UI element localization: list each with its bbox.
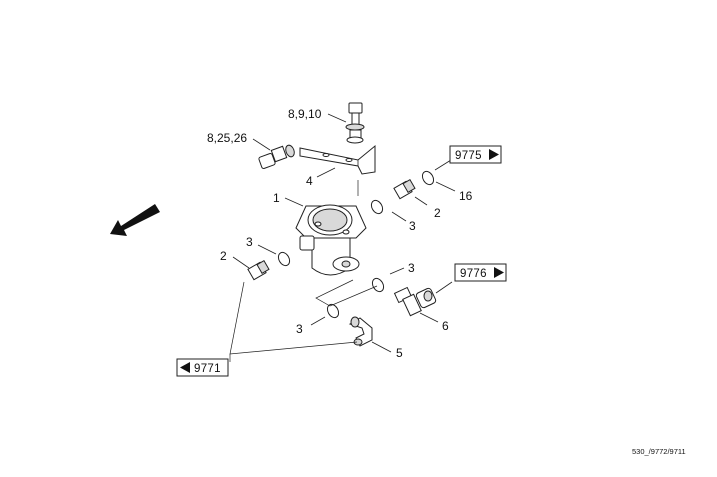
union-fitting xyxy=(247,259,270,281)
reference-label-9771: 9771 xyxy=(194,363,221,375)
callout-16: 16 xyxy=(459,189,473,203)
direction-arrow-icon xyxy=(110,204,160,236)
filter-housing xyxy=(295,204,367,276)
callout-2-left: 2 xyxy=(220,249,227,263)
reference-box-9771[interactable]: 9771 xyxy=(176,358,229,377)
callout-2-right: 2 xyxy=(434,206,441,220)
callout-labels: 1 2 2 3 3 3 3 4 5 6 16 8,9,10 8,25,26 xyxy=(207,107,473,360)
o-ring xyxy=(421,170,435,186)
callout-6: 6 xyxy=(442,319,449,333)
o-ring xyxy=(371,277,385,293)
o-ring xyxy=(370,199,384,215)
side-bolt-part xyxy=(258,144,295,169)
callout-8-9-10: 8,9,10 xyxy=(288,107,322,121)
callout-3-left: 3 xyxy=(246,235,253,249)
o-ring xyxy=(326,303,340,319)
callout-5: 5 xyxy=(396,346,403,360)
connection-bracket-lines xyxy=(229,180,378,362)
union-fitting xyxy=(393,178,416,200)
triangle-left-icon xyxy=(180,362,190,373)
callout-3-mid: 3 xyxy=(408,261,415,275)
leader-lines xyxy=(232,113,456,353)
drawing-code: 530_/9772/9711 xyxy=(632,447,686,456)
callout-3-upper: 3 xyxy=(409,219,416,233)
mounting-bracket xyxy=(299,144,376,175)
callout-1: 1 xyxy=(273,191,280,205)
bolt-part xyxy=(345,102,365,144)
reference-box-9776[interactable]: 9776 xyxy=(454,263,507,282)
reference-box-9775[interactable]: 9775 xyxy=(449,145,502,164)
triangle-right-icon xyxy=(494,267,504,278)
callout-4: 4 xyxy=(306,174,313,188)
reference-label-9776: 9776 xyxy=(460,268,487,280)
triangle-right-icon xyxy=(489,149,499,160)
callout-3-lower: 3 xyxy=(296,322,303,336)
o-ring xyxy=(277,251,291,267)
callout-8-25-26: 8,25,26 xyxy=(207,131,247,145)
tee-fitting xyxy=(393,286,437,317)
reference-label-9775: 9775 xyxy=(455,150,482,162)
elbow-fitting xyxy=(348,316,373,347)
